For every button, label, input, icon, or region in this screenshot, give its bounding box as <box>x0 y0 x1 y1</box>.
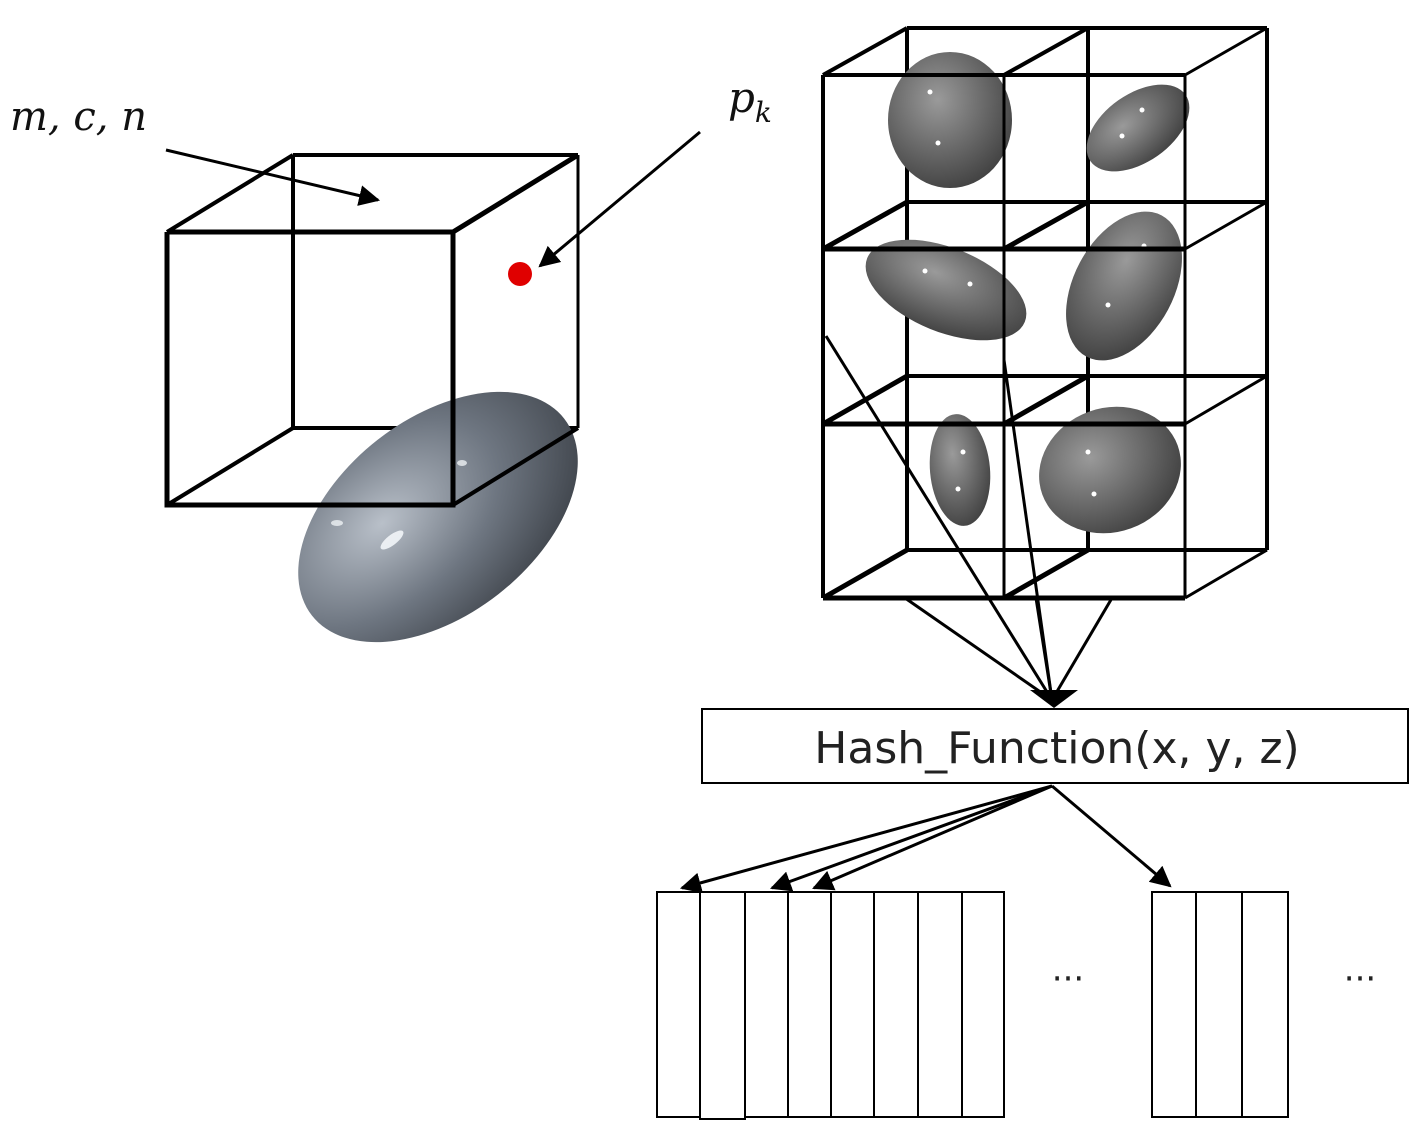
ellipsoid-r3c2 <box>1039 406 1181 534</box>
cell-attributes-label: m, c, n <box>10 94 147 140</box>
bucket <box>656 891 701 1118</box>
grid-front-edges <box>821 26 1268 601</box>
point-label-sub: k <box>755 96 772 129</box>
grid-to-hash-lines <box>824 335 1114 702</box>
bucket <box>699 891 746 1120</box>
bucket <box>787 891 832 1118</box>
query-point <box>508 262 532 286</box>
hash-output-arrows <box>679 784 1172 894</box>
bucket-group2-ellipsis: ··· <box>1344 959 1376 999</box>
bucket <box>917 891 963 1118</box>
bucket-group1-ellipsis: ··· <box>1052 959 1084 999</box>
hash-function: Hash_Function(x, y, z) <box>701 708 1409 784</box>
bucket <box>744 891 789 1118</box>
bucket-group-1 <box>656 891 1005 1120</box>
voxel-front-edges <box>164 152 580 508</box>
grid-ellipsoids <box>865 52 1190 534</box>
bucket <box>1195 891 1243 1118</box>
single-voxel: m, c, n pk <box>10 73 772 643</box>
bucket <box>1241 891 1289 1118</box>
ellipsoid-r1c1 <box>888 52 1012 188</box>
ellipsoid-r3c1 <box>929 414 991 526</box>
point-label-base: p <box>728 73 755 122</box>
ellipsoid-r2c1 <box>865 239 1027 341</box>
cell-attributes-arrow <box>165 148 381 206</box>
point-arrow <box>538 130 701 268</box>
hash-function-label: Hash_Function(x, y, z) <box>814 723 1299 774</box>
gaussian-ellipsoid <box>298 391 578 643</box>
hash-table <box>656 891 1289 1120</box>
voxel-grid <box>821 26 1269 708</box>
ellipsoid-r1c2 <box>1086 84 1190 172</box>
bucket <box>873 891 919 1118</box>
ellipsoid-r2c2 <box>1066 211 1182 361</box>
bucket <box>961 891 1005 1118</box>
bucket-group-2 <box>1151 891 1289 1118</box>
convergence-arrowhead <box>1030 690 1078 708</box>
point-label: pk <box>728 73 772 129</box>
hash-function-box <box>701 708 1409 784</box>
bucket <box>1151 891 1197 1118</box>
bucket <box>830 891 875 1118</box>
